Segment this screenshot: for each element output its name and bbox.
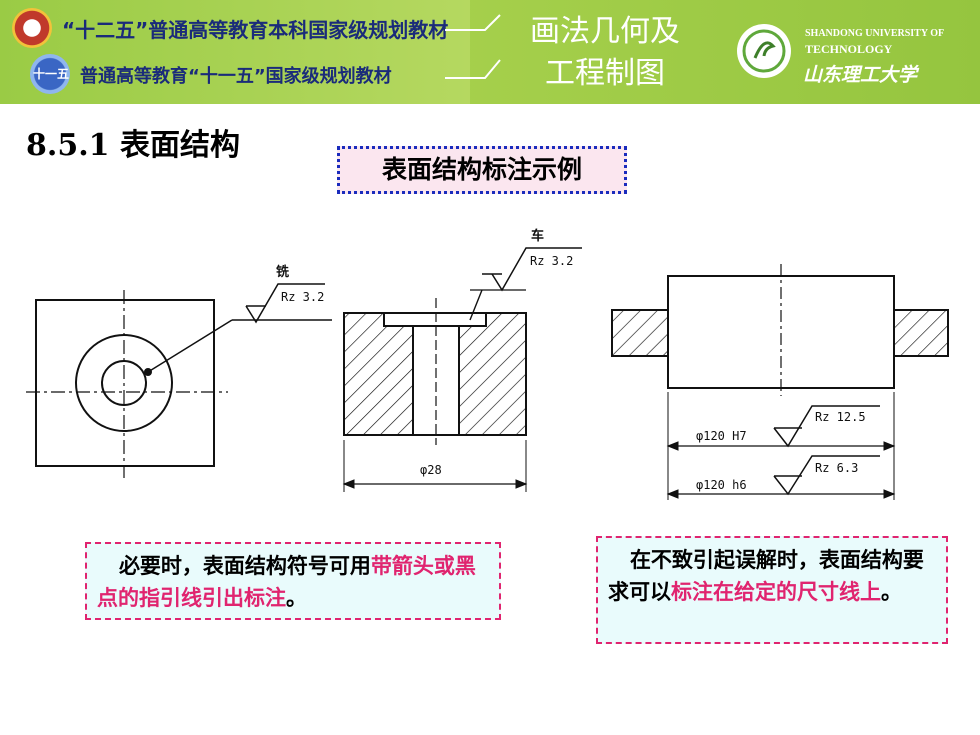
fig3-roughness-upper: Rz 12.5 <box>815 410 866 424</box>
book-title-line-2: 工程制图 <box>545 56 665 91</box>
fig2-roughness-label: Rz 3.2 <box>530 254 573 268</box>
fig1-process-label: 铣 <box>276 264 289 280</box>
note-left-highlight: 带箭头或黑点的指引线引出标注 <box>97 554 476 610</box>
example-label: 表面结构标注示例 <box>337 146 627 194</box>
note-left-text: 必要时，表面结构符号可用 <box>118 554 371 578</box>
fig2-dimension-label: φ28 <box>420 463 442 477</box>
figure-3-fit <box>611 264 949 500</box>
figure-2-section <box>342 247 582 492</box>
note-right-highlight: 标注在给定的尺寸线上 <box>671 580 881 604</box>
fig3-dim-lower: φ120 h6 <box>696 478 747 492</box>
university-name-en-1: SHANDONG UNIVERSITY OF <box>805 28 945 39</box>
publisher-emblem-icon <box>12 8 52 48</box>
book-title-line-1: 画法几何及 <box>530 14 680 49</box>
header-line-1: “十二五”普通高等教育本科国家级规划教材 <box>62 18 449 42</box>
header-line-2: 普通高等教育“十一五”国家级规划教材 <box>80 66 392 87</box>
note-right: 在不致引起误解时，表面结构要求可以标注在给定的尺寸线上。 <box>596 536 948 644</box>
note-right-text: 在不致引起误解时，表面结构要求可以 <box>608 548 924 604</box>
university-logo-icon <box>737 24 791 78</box>
university-name-en-2: TECHNOLOGY <box>805 42 893 56</box>
banner-strip <box>0 0 470 104</box>
university-name-cn: 山东理工大学 <box>803 64 918 86</box>
header-banner: 十一五 “十二五”普通高等教育本科国家级规划教材 普通高等教育“十一五”国家级规… <box>0 0 980 104</box>
note-right-end: 。 <box>881 580 902 604</box>
fig3-roughness-lower: Rz 6.3 <box>815 461 858 475</box>
figure-1-plate <box>26 283 332 478</box>
fig2-process-label: 车 <box>531 228 544 244</box>
note-left: 必要时，表面结构符号可用带箭头或黑点的指引线引出标注。 <box>85 542 501 620</box>
technical-drawings: 铣 Rz 3.2 φ28 车 Rz 3.2 φ120 H7 Rz <box>26 228 949 500</box>
series-logo-text: 十一五 <box>33 67 70 81</box>
banner-divider-lines <box>445 14 501 79</box>
fig3-dim-upper: φ120 H7 <box>696 429 747 443</box>
section-title: 8.5.1 表面结构 <box>26 128 240 163</box>
fig1-roughness-label: Rz 3.2 <box>281 290 324 304</box>
series-logo-icon: 十一五 <box>30 54 70 94</box>
note-left-end: 。 <box>286 586 307 610</box>
